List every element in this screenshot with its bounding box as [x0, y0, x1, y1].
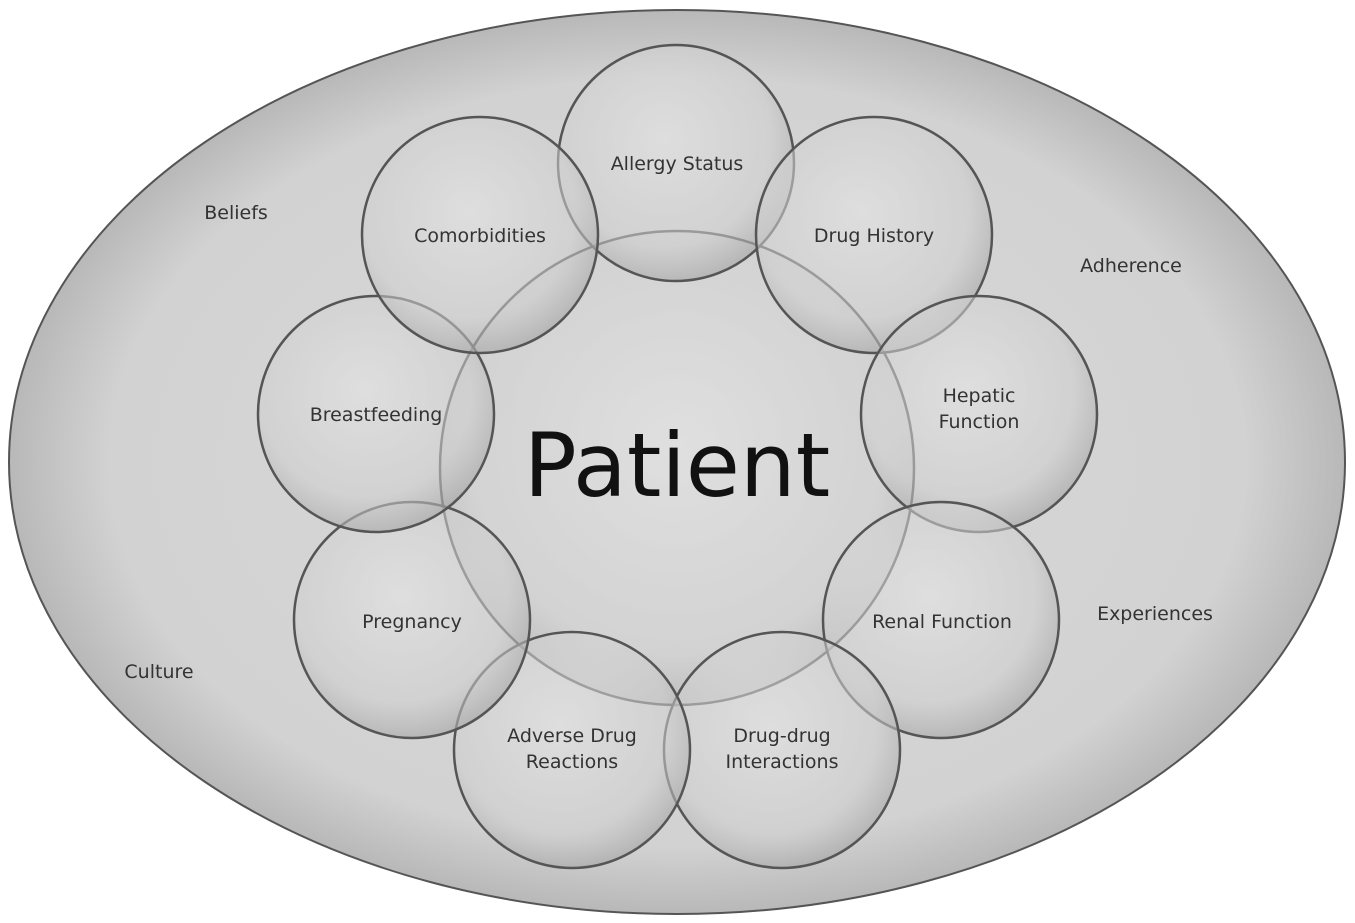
patient-label: Patient	[524, 414, 830, 517]
factor-label-renal: Renal Function	[872, 611, 1012, 633]
factor-label-line: Drug-drug	[733, 725, 830, 747]
factor-label-line: Pregnancy	[362, 611, 462, 633]
factor-circles	[256, 43, 1099, 870]
factor-label-comorbidities: Comorbidities	[414, 225, 546, 247]
factor-label-line: Allergy Status	[611, 153, 744, 175]
outer-label-experiences: Experiences	[1097, 603, 1213, 625]
factor-label-drug-history: Drug History	[814, 225, 934, 247]
factor-label-allergy: Allergy Status	[611, 153, 744, 175]
factor-circle-drug-history	[754, 115, 994, 355]
outer-label-beliefs: Beliefs	[204, 202, 268, 224]
factor-circle-comorbidities	[360, 115, 600, 355]
factor-label-line: Comorbidities	[414, 225, 546, 247]
factor-label-line: Renal Function	[872, 611, 1012, 633]
factor-circle-adr	[452, 630, 692, 870]
outer-label-culture: Culture	[124, 661, 193, 683]
factor-label-line: Hepatic	[943, 385, 1016, 407]
factor-label-line: Drug History	[814, 225, 934, 247]
factor-label-line: Reactions	[526, 751, 618, 773]
factor-label-line: Function	[939, 411, 1020, 433]
factor-label-pregnancy: Pregnancy	[362, 611, 462, 633]
factor-label-breastfeeding: Breastfeeding	[310, 404, 443, 426]
factor-label-line: Breastfeeding	[310, 404, 443, 426]
factor-circle-breastfeeding	[256, 294, 496, 534]
factor-circle-ddi	[662, 630, 902, 870]
factor-circle-renal	[821, 500, 1061, 740]
factor-label-line: Adverse Drug	[507, 725, 637, 747]
outer-label-adherence: Adherence	[1080, 255, 1182, 277]
factor-label-line: Interactions	[726, 751, 839, 773]
